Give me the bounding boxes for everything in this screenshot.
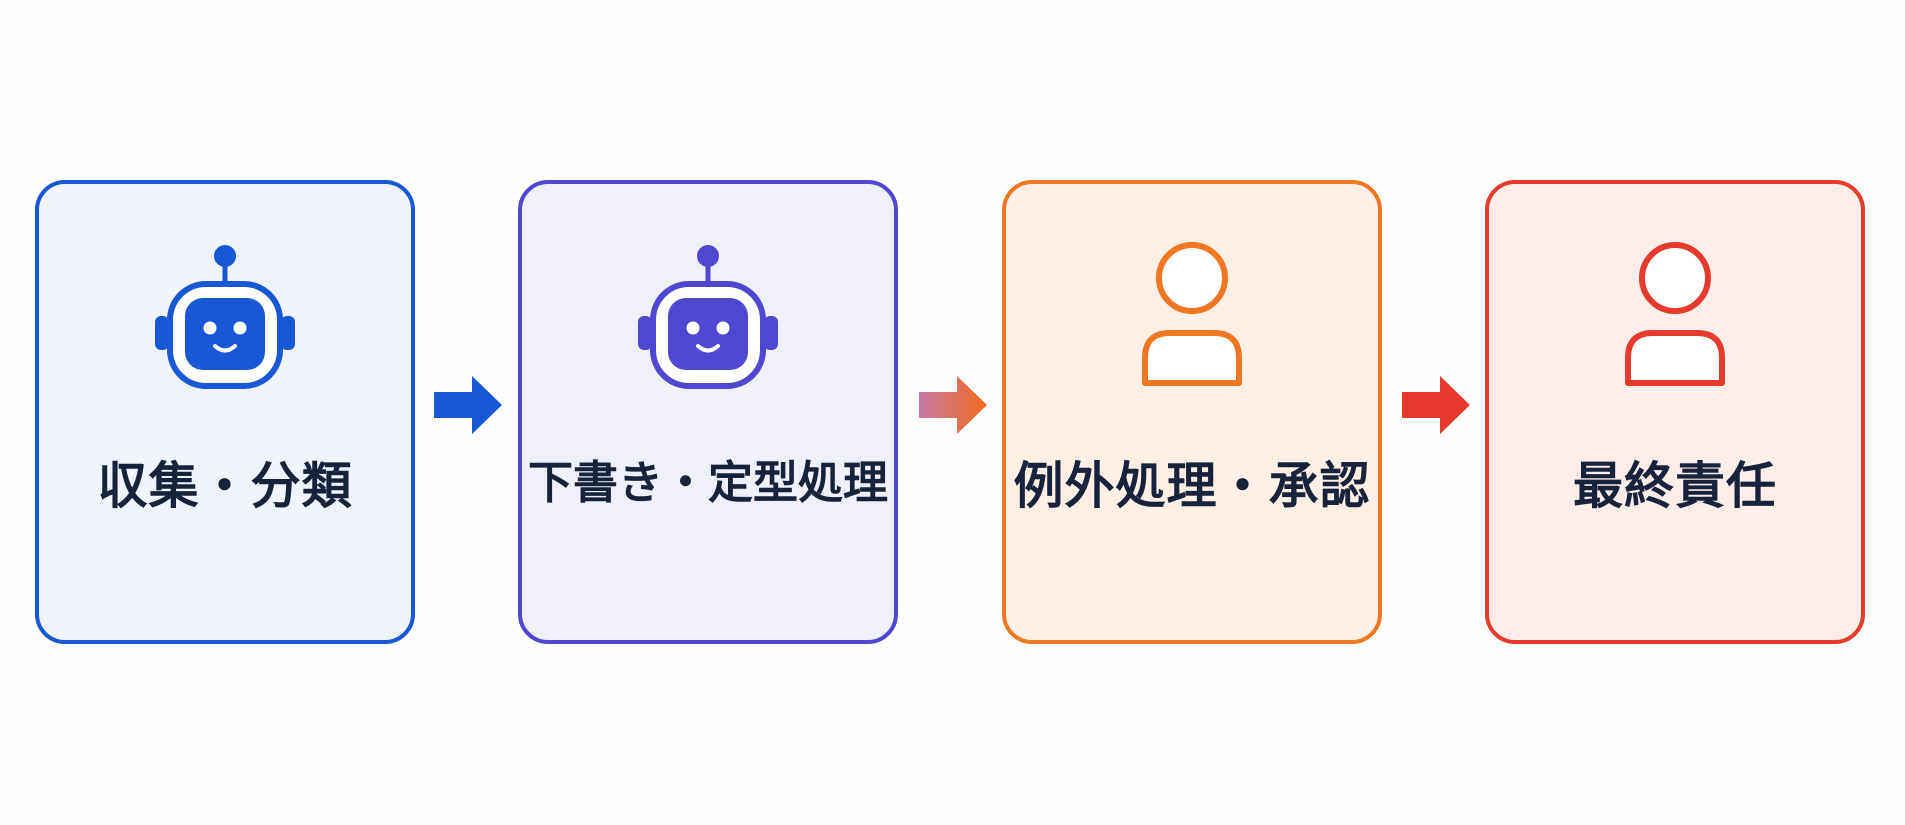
step-label: 下書き・定型処理 <box>527 456 888 509</box>
person-icon <box>1112 238 1272 398</box>
step-card-draft-routine: 下書き・定型処理 <box>518 180 898 644</box>
step-label: 例外処理・承認 <box>1013 457 1371 515</box>
person-icon <box>1595 238 1755 398</box>
step-label: 収集・分類 <box>97 457 353 515</box>
arrow-right-icon <box>1400 374 1472 436</box>
step-card-exception-approval: 例外処理・承認 <box>1002 180 1382 644</box>
robot-icon <box>145 238 305 398</box>
step-label: 最終責任 <box>1573 457 1777 515</box>
step-card-collect-classify: 収集・分類 <box>35 180 415 644</box>
robot-icon <box>628 238 788 398</box>
arrow-right-icon <box>432 374 504 436</box>
arrow-right-icon <box>917 374 989 436</box>
step-card-final-responsibility: 最終責任 <box>1485 180 1865 644</box>
